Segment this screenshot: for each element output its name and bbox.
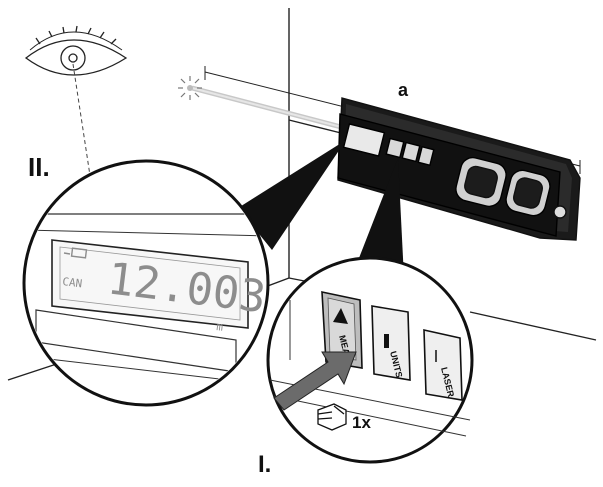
finger-press-icon [317,403,347,431]
units-button[interactable]: UNITS [371,305,411,381]
display-callout-wedge [238,140,346,250]
push-arrow-icon [273,351,357,411]
meas-button[interactable]: MEAS [321,291,363,369]
lcd-mode-label: CAN [62,275,83,290]
laser-dot-icon [178,76,202,100]
eye-icon [24,25,128,76]
laser-beam [191,85,346,131]
step-one-label: I. [258,451,271,478]
lcd-unit: m [216,320,225,334]
display-magnifier: CAN 12.003 m [22,159,270,407]
laser-button[interactable]: LASER [423,328,463,401]
battery-icon [63,247,88,259]
button-callout-wedge [352,158,404,278]
press-count-label: 1x [352,413,371,432]
laser-level-device [337,97,581,241]
lcd-screen: CAN 12.003 m [51,239,269,334]
dimension-label: a [398,80,409,100]
triangle-up-icon [333,308,348,324]
step-two-label: II. [28,152,50,182]
